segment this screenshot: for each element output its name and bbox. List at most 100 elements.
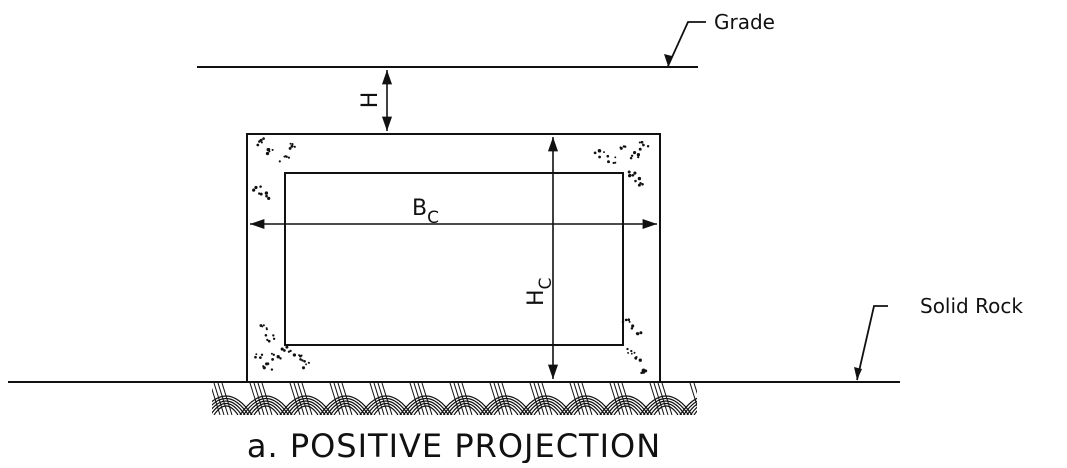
stipple-dot — [270, 368, 274, 371]
soil-hatch-line — [369, 383, 381, 415]
h-dimension-label: H — [358, 92, 383, 109]
soil-hatch-line — [217, 383, 229, 415]
stipple-dot — [290, 144, 294, 148]
soil-hatch-line — [297, 383, 309, 415]
stipple-dot — [293, 145, 296, 148]
soil-hatch-line — [213, 383, 225, 415]
stipple-dot — [256, 143, 260, 147]
stipple-dot — [593, 151, 597, 155]
soil-hatch-line — [689, 383, 697, 408]
soil-hatch-line — [613, 383, 625, 415]
soil-hatch-arc — [326, 400, 366, 415]
soil-hatch-line — [661, 383, 673, 415]
stipple-dot — [603, 151, 605, 154]
stipple-dot — [626, 347, 629, 351]
stipple-dot — [639, 331, 643, 335]
stipple-dot — [259, 138, 263, 142]
soil-hatch-arc — [679, 397, 697, 415]
soil-hatch-arc — [683, 400, 697, 415]
stipple-dot — [607, 160, 610, 164]
soil-hatch-arc — [213, 405, 239, 415]
soil-hatch-line — [461, 383, 473, 415]
soil-hatch-line — [381, 383, 393, 415]
solid-rock-leader-arrow — [854, 367, 862, 380]
soil-hatch-arc — [653, 405, 679, 415]
stipple-dot — [264, 334, 268, 337]
stipple-dot — [630, 327, 634, 330]
stipple-dot — [259, 356, 262, 359]
stipple-dot — [262, 324, 265, 327]
stipple-dot — [598, 149, 602, 153]
soil-hatch-line — [537, 383, 549, 415]
soil-hatch-line — [293, 383, 305, 415]
soil-hatch-arc — [446, 400, 486, 415]
soil-hatch-arc — [250, 402, 282, 415]
soil-hatch-line — [377, 383, 389, 415]
soil-hatch-line — [657, 383, 669, 415]
soil-hatch-arc — [490, 402, 522, 415]
stipple-dot — [635, 332, 638, 335]
stipple-dot — [267, 196, 271, 200]
soil-hatch-arc — [573, 405, 599, 415]
soil-hatch-line — [653, 383, 665, 415]
stipple-dot — [631, 173, 635, 177]
grade-leader — [667, 21, 706, 67]
stipple-dot — [254, 186, 257, 189]
soil-hatch-line — [533, 383, 545, 415]
soil-hatch-arc — [693, 410, 697, 415]
stipple-dot — [606, 154, 610, 158]
stipple-dot — [614, 161, 617, 164]
soil-hatch-arc — [333, 405, 359, 415]
stipple-dot — [642, 143, 645, 147]
stipple-dot — [622, 322, 624, 324]
soil-hatch-line — [489, 383, 501, 415]
soil-hatch-arc — [413, 405, 439, 415]
stipple-dot — [638, 358, 642, 362]
soil-hatch-arc — [646, 400, 686, 415]
stipple-dot — [283, 349, 286, 352]
stipple-dot — [636, 153, 641, 157]
stipple-dot — [262, 137, 265, 140]
stipple-dot — [252, 188, 256, 192]
soil-hatch-arc — [526, 400, 566, 415]
soil-hatch-line — [421, 383, 433, 415]
soil-hatch-line — [609, 383, 621, 415]
stipple-dot — [612, 161, 615, 165]
concrete-stipple — [252, 137, 650, 375]
stipple-dot — [640, 140, 644, 144]
stipple-dot — [285, 345, 289, 349]
soil-hatch-line — [501, 383, 513, 415]
soil-hatch-line — [373, 383, 385, 415]
stipple-dot — [291, 143, 294, 146]
stipple-dot — [642, 368, 646, 372]
soil-hatch-line — [341, 383, 353, 415]
stipple-dot — [638, 141, 641, 144]
stipple-dot — [646, 144, 650, 148]
soil-hatch-arc — [606, 400, 646, 415]
soil-hatch-arc — [450, 402, 482, 415]
soil-hatch-line — [409, 383, 421, 415]
soil-hatch-arc — [293, 405, 319, 415]
soil-hatching — [212, 383, 697, 415]
soil-hatch-arc — [212, 402, 242, 415]
stipple-dot — [267, 148, 271, 151]
soil-hatch-arc — [290, 402, 322, 415]
stipple-dot — [288, 146, 292, 150]
soil-hatch-line — [541, 383, 553, 415]
soil-hatch-line — [301, 383, 313, 415]
stipple-dot — [271, 148, 274, 151]
stipple-dot — [266, 338, 269, 342]
solid-rock-leader — [856, 305, 888, 381]
bc-dimension-label: BC — [412, 196, 439, 228]
stipple-dot — [272, 337, 276, 341]
grade-label: Grade — [714, 10, 775, 34]
stipple-dot — [301, 366, 306, 370]
stipple-dot — [298, 354, 301, 357]
soil-hatch-arc — [453, 405, 479, 415]
stipple-dot — [307, 361, 310, 364]
stipple-dot — [637, 176, 642, 181]
soil-hatch-line — [253, 383, 265, 415]
soil-hatch-arc — [533, 405, 559, 415]
stipple-dot — [299, 358, 302, 361]
